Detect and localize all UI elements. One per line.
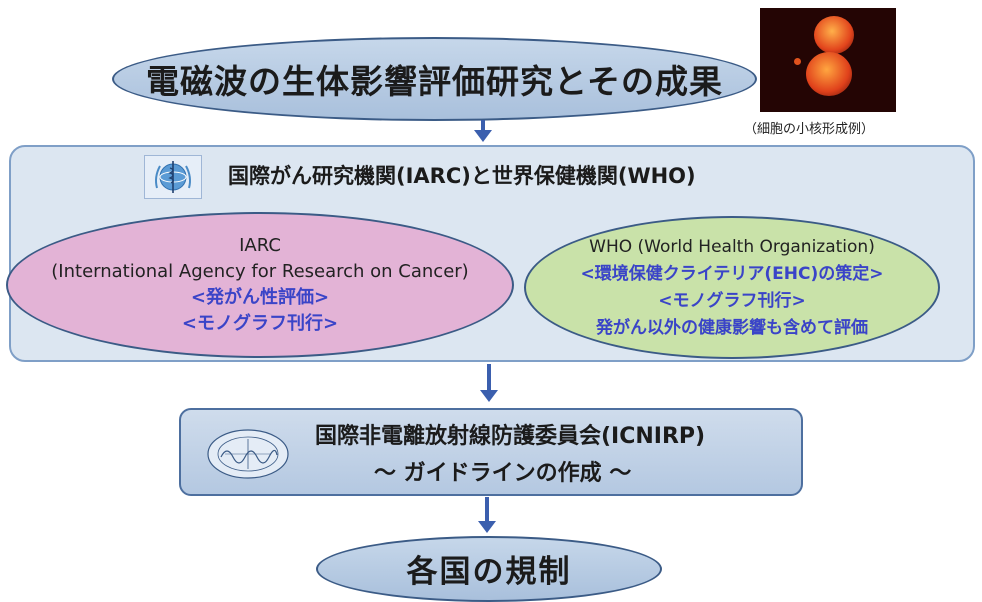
micronucleus-photo [760, 8, 896, 112]
who-ellipse: WHO (World Health Organization) <環境保健クライ… [524, 216, 940, 359]
icnirp-logo-icon [205, 427, 291, 481]
iarc-ellipse: IARC (International Agency for Research … [6, 212, 514, 358]
who-name: WHO (World Health Organization) [589, 236, 875, 257]
diagram-title: 電磁波の生体影響評価研究とその成果 [145, 62, 723, 101]
title-ellipse: 電磁波の生体影響評価研究とその成果 [112, 37, 757, 121]
national-regulation-label: 各国の規制 [406, 554, 572, 590]
panel-title: 国際がん研究機関(IARC)と世界保健機関(WHO) [228, 164, 696, 188]
icnirp-title: 国際非電離放射線防護委員会(ICNIRP) [315, 424, 706, 449]
iarc-role-evaluation: <発がん性評価> [190, 287, 330, 308]
national-regulation-ellipse: 各国の規制 [316, 536, 662, 602]
iarc-name: IARC [239, 235, 281, 256]
who-role-monograph: <モノグラフ刊行> [658, 290, 806, 311]
who-role-ehc: <環境保健クライテリア(EHC)の策定> [580, 263, 884, 284]
iarc-full-name: (International Agency for Research on Ca… [51, 261, 469, 282]
who-role-health: 発がん以外の健康影響も含めて評価 [596, 317, 868, 338]
photo-caption: （細胞の小核形成例） [744, 122, 875, 137]
who-emblem-icon [144, 155, 202, 199]
iarc-role-monograph: <モノグラフ刊行> [181, 313, 339, 334]
icnirp-subtitle: 〜 ガイドラインの作成 〜 [374, 461, 632, 486]
